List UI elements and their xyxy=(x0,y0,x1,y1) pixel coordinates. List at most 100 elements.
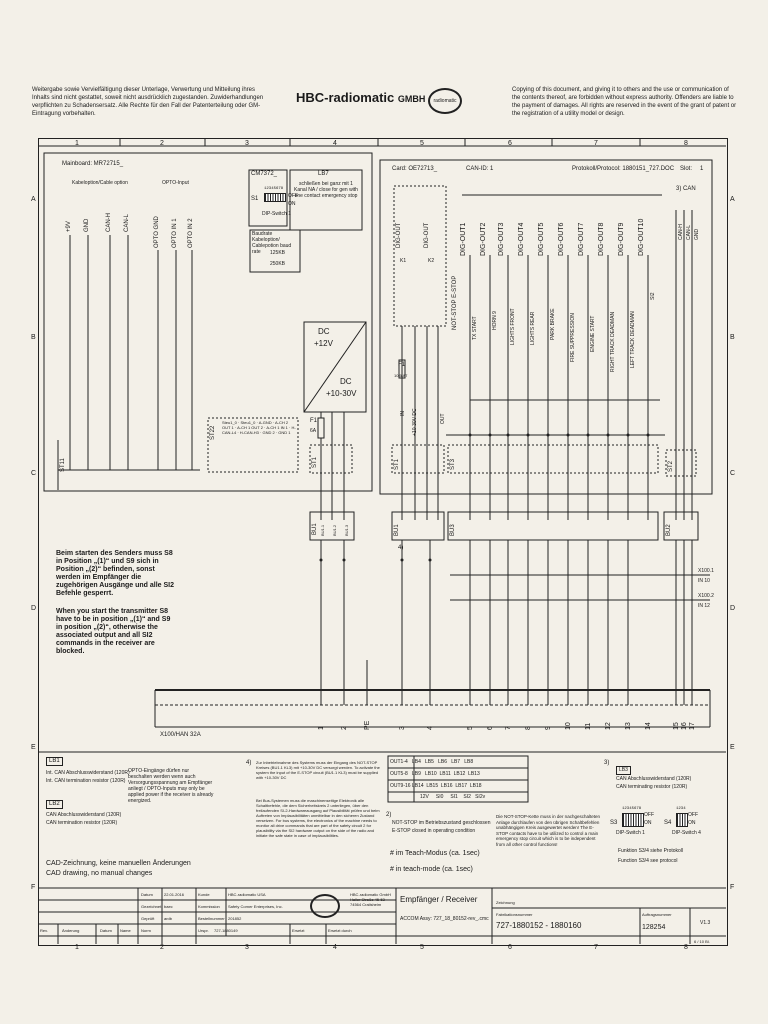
col-5-bottom: 5 xyxy=(420,944,424,951)
dig-out-2: DIG-OUT2 xyxy=(480,222,487,256)
dig-out-5: DIG-OUT5 xyxy=(538,222,545,256)
lb-table-row3: OUT9-16 LB14 LB15 LB16 LB17 LB18 xyxy=(390,783,482,790)
brand-suffix: GMBH xyxy=(397,94,426,104)
harness-pin-9: 9 xyxy=(545,726,552,730)
col-8-bottom: 8 xyxy=(684,944,688,951)
dig-out-4: DIG-OUT4 xyxy=(518,222,525,256)
col-6-bottom: 6 xyxy=(508,944,512,951)
harness-pin-17: 17 xyxy=(689,722,696,730)
tb-auftrag-value: 128254 xyxy=(642,924,666,931)
copyright-notice-de: Weitergabe sowie Vervielfältigung dieser… xyxy=(32,87,264,117)
s3-label: S3 xyxy=(610,820,618,826)
tb-gezeichnet-label: Gezeichnet xyxy=(141,904,162,909)
col-7-top: 7 xyxy=(594,140,598,147)
func-si2: SI2 xyxy=(650,292,656,300)
row-a-right: A xyxy=(730,196,735,203)
lb2-de: CAN Abschlusswiderstand (120R) xyxy=(46,812,122,818)
tb-kunde-value: HBC-radiomatic USA xyxy=(228,892,266,897)
can-id: CAN-ID: 1 xyxy=(466,166,494,172)
relay-k2: K2 xyxy=(428,258,435,264)
copyright-notice-en: Copying of this document, and giving it … xyxy=(512,87,737,117)
notstop-label: NOT-STOP E-STOP xyxy=(452,275,458,330)
protocol-label: Protokoll/Protocol: 1880151_727.DOC xyxy=(572,166,675,172)
col-1-top: 1 xyxy=(75,140,79,147)
s4-on: ON xyxy=(688,820,696,826)
company-logo: radiomatic xyxy=(428,88,462,114)
x100-1-label: X100.1 xyxy=(698,568,714,574)
dig-out-8: DIG-OUT8 xyxy=(598,222,605,256)
tb-aenderung-label: Änderung xyxy=(62,928,80,933)
st22-pin-4: A-CH 2 OUT 1 xyxy=(222,420,289,430)
harness-pin-5: 5 xyxy=(467,726,474,730)
card-bu2: BU2 xyxy=(666,524,672,536)
row-b-right: B xyxy=(730,334,735,341)
pin-can-l: CAN-L xyxy=(124,213,130,232)
harness-pin-6: 6 xyxy=(487,726,494,730)
dip-switch-4-legend: DIP-Switch 4 xyxy=(672,830,701,836)
slot-label: Slot: xyxy=(680,166,693,172)
legend-note-4-text: Zur Inbetriebnahme des Systems muss der … xyxy=(256,760,380,780)
tb-accom: ACCOM Assy: 727_18_80152-rev_.cmc xyxy=(400,916,489,922)
card-in-label: IN xyxy=(400,411,406,416)
card-bu1: BU1 xyxy=(394,524,400,536)
st22-pin-10: GND 1 xyxy=(278,430,291,435)
dig-out-9: DIG-OUT9 xyxy=(618,222,625,256)
pin-9v: +9V xyxy=(66,221,72,232)
dc-30v-label: DC xyxy=(340,377,352,386)
s1-bits: 12345678 xyxy=(264,187,284,191)
harness-pin-4: 4 xyxy=(427,726,434,730)
s1-dip-switch xyxy=(264,193,286,202)
tb-version: V1.3 xyxy=(700,920,711,926)
tb-urspr-label: Urspr. xyxy=(198,928,209,933)
cell: LB8 xyxy=(464,759,474,765)
tb-bestell-label: Bestellnummer xyxy=(198,916,225,921)
tb-rdatum-label: Datum xyxy=(100,928,112,933)
func-s34-en: Function S3/4 see protocol xyxy=(618,858,678,864)
harness-pin-16: 16 xyxy=(681,722,688,730)
dig-out-6: DIG-OUT6 xyxy=(558,222,565,256)
cell: LB14 xyxy=(411,783,424,789)
card-st3: ST3 xyxy=(450,458,456,470)
harness-label: X100/HAN 32A xyxy=(160,732,201,738)
cell: SI2v xyxy=(475,794,486,800)
harness-pin-14: 14 xyxy=(645,722,652,730)
col-4-bottom: 4 xyxy=(333,944,337,951)
tb-company: HBC-radiomatic GmbH Haller Straße 45-53 … xyxy=(350,892,391,907)
st22-connector: ST22 xyxy=(210,425,216,440)
cell: 12V xyxy=(420,794,429,800)
bu1-pin-3: BU1.3 xyxy=(344,524,349,536)
lb-table-row4: 12V SI0 SI1 SI2 SI2v xyxy=(420,794,485,801)
card-bu3: BU3 xyxy=(450,524,456,536)
row-a-left: A xyxy=(31,196,36,203)
card-fuse-f1: F1 xyxy=(398,362,406,368)
card-st2: ST2 xyxy=(668,460,674,472)
brand-title: HBC-radiomatic GMBH xyxy=(296,91,426,104)
cell: LB6 xyxy=(438,759,448,765)
cell: LB11 xyxy=(439,771,451,777)
tb-product: Empfänger / Receiver xyxy=(400,895,478,904)
lb7-text: schließen bei ganz mit 1 Kanal NA / clos… xyxy=(294,181,358,199)
s1-label: S1 xyxy=(251,196,259,202)
s4-label: S4 xyxy=(664,820,672,826)
pin-gnd: GND xyxy=(84,218,90,232)
mainboard-fuse-f1: F1 xyxy=(310,418,318,424)
x100-1-signal: IN 10 xyxy=(698,578,710,584)
s3-off: OFF xyxy=(644,812,654,818)
tb-geprueft-value: ardb xyxy=(164,916,173,921)
row-d-left: D xyxy=(31,605,37,612)
tb-rev-label: Rev. xyxy=(40,928,48,933)
s3-on: ON xyxy=(644,820,652,826)
lb2-badge: LB2 xyxy=(46,800,63,809)
dip-switch-1-legend: DIP-Switch 1 xyxy=(616,830,645,836)
cad-note-de: CAD-Zeichnung, keine manuellen Änderunge… xyxy=(46,860,191,867)
pin-can-h: CAN-H xyxy=(106,213,112,232)
start-note-de: Beim starten des Senders muss S8 in Posi… xyxy=(56,550,174,597)
card-note-4: 4) xyxy=(398,545,404,551)
lb3-de: CAN Abschlusswiderstand (120R) xyxy=(616,776,692,782)
dc-12v-label: DC xyxy=(318,327,330,336)
harness-pin-7: 7 xyxy=(505,726,512,730)
tb-bestell-value: 201852 xyxy=(228,916,242,921)
dc-12v-value: +12V xyxy=(314,339,333,348)
row-b-left: B xyxy=(31,334,36,341)
